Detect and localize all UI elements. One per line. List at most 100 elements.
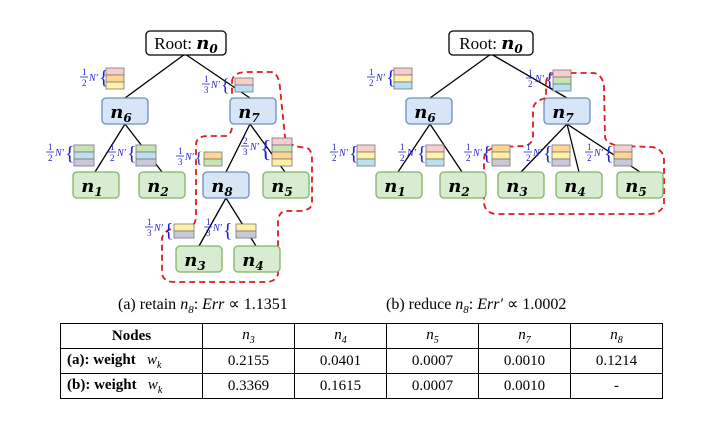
table-header-row: Nodes n3 n4 n5 n7 n8 <box>60 323 663 349</box>
tree-a-blocks-n4 <box>235 223 257 239</box>
tree-a-blocks-n7 <box>234 77 254 93</box>
caption-a: (a) retain n8: Err ∝ 1.1351 <box>118 294 288 316</box>
tree-b-node-n4-label: n4 <box>564 176 585 199</box>
tree-a-node-n6 <box>101 97 149 125</box>
svg-text:1: 1 <box>82 67 87 77</box>
tree-a-blocks-n1 <box>73 144 95 167</box>
tree-a: Root: n0 n6 n7 n1 n2 n8 n5 n3 n4 1 2 N′ <box>46 30 313 283</box>
svg-text:2: 2 <box>587 153 592 163</box>
caption-a-err: Err <box>202 296 225 313</box>
tree-b-node-n7 <box>543 97 591 125</box>
table-row: (b): weight wk 0.3369 0.1615 0.0007 0.00… <box>60 373 663 399</box>
tree-a-node-n4-label: n4 <box>242 250 263 273</box>
table-cell: 0.1615 <box>294 373 387 399</box>
tree-b-fraction-n3: 1 2 N′ { <box>464 142 492 165</box>
table-cell: 0.0007 <box>386 373 479 399</box>
svg-text:{: { <box>99 67 109 89</box>
tree-b-node-n2 <box>439 171 487 199</box>
svg-text:3: 3 <box>178 157 183 167</box>
caption-a-node: n <box>180 296 189 313</box>
caption-a-value: ∝ 1.1351 <box>224 296 288 313</box>
tree-a-node-n8 <box>202 171 250 199</box>
tree-a-blocks-n5 <box>271 137 293 167</box>
tree-b-blocks-n2 <box>425 144 445 167</box>
weights-table: Nodes n3 n4 n5 n7 n8 (a): weight wk 0.21… <box>60 323 663 399</box>
svg-text:N′: N′ <box>472 148 483 159</box>
tree-a-fraction-n3: 1 3 N′ { <box>145 217 174 242</box>
tree-b-blocks-n5 <box>613 144 633 167</box>
caption-b-node: n <box>455 296 464 313</box>
svg-text:1: 1 <box>147 217 152 227</box>
svg-text:3: 3 <box>147 228 152 238</box>
table-cell: 0.2155 <box>202 348 295 374</box>
svg-text:3: 3 <box>204 85 209 95</box>
svg-text:N′: N′ <box>249 142 260 153</box>
tree-a-node-n8-label: n8 <box>211 176 233 199</box>
tree-b-root-label: Root: n0 <box>459 33 523 56</box>
tree-a-blocks-n8 <box>203 151 223 167</box>
svg-text:N′: N′ <box>534 74 545 85</box>
svg-text:1: 1 <box>466 142 471 152</box>
svg-text:1: 1 <box>204 74 209 84</box>
svg-text:N′: N′ <box>88 73 99 84</box>
tree-a-fraction-n7: 1 3 N′ { <box>202 74 230 95</box>
svg-text:{: { <box>127 143 137 165</box>
svg-text:2: 2 <box>82 78 87 88</box>
table-header-nodes: Nodes <box>60 323 203 349</box>
svg-text:2: 2 <box>528 79 533 89</box>
caption-b-err: Err′ <box>477 296 503 313</box>
svg-text:1: 1 <box>369 67 374 77</box>
svg-text:1: 1 <box>332 142 337 152</box>
tree-a-blocks-n3 <box>173 223 195 239</box>
tree-b-fraction-n5: 1 2 N′ { <box>585 142 614 165</box>
tree-b-node-n4 <box>555 171 603 199</box>
caption-b-value: ∝ 1.0002 <box>502 296 567 313</box>
svg-text:1: 1 <box>110 142 115 152</box>
caption-a-colon: : <box>193 296 199 313</box>
tree-b-blocks-n4 <box>551 144 571 167</box>
caption-b-sub: 8 <box>463 304 469 317</box>
svg-text:1: 1 <box>206 217 211 227</box>
tree-b-blocks-n3 <box>491 144 511 167</box>
tree-b: Root: n0 n6 n7 n1 n2 n3 n4 n5 1 2 N′ { <box>330 30 665 215</box>
tree-a-node-n3 <box>175 245 223 273</box>
tree-b-blocks-n1 <box>356 144 376 167</box>
tree-a-edges <box>94 53 286 247</box>
tree-b-node-n6-label: n6 <box>414 102 436 125</box>
tree-b-fraction-n1: 1 2 N′ { <box>330 142 359 165</box>
svg-text:{: { <box>260 137 272 163</box>
tree-a-fraction-n4: 1 3 N′ { <box>204 217 233 242</box>
tree-b-fraction-n4: 1 2 N′ { <box>524 142 553 165</box>
caption-b-prefix: (b) reduce <box>386 296 456 313</box>
table-cell: 0.0401 <box>294 348 387 374</box>
svg-text:1: 1 <box>48 142 53 152</box>
tree-b-node-n5-label: n5 <box>625 176 646 199</box>
tree-b-fraction-n2: 1 2 N′ { <box>398 142 427 165</box>
tree-b-node-n2-label: n2 <box>448 176 469 199</box>
tree-b-reduce-region <box>483 72 665 215</box>
svg-text:1: 1 <box>400 142 405 152</box>
tree-diagrams: Root: n0 n6 n7 n1 n2 n8 n5 n3 n4 1 2 N′ <box>46 30 665 283</box>
table-header-n7: n7 <box>478 323 571 349</box>
tree-a-fraction-n8: 1 3 N′ { <box>176 146 203 167</box>
table-row: (a): weight wk 0.2155 0.0401 0.0007 0.00… <box>60 348 663 374</box>
tree-a-node-n7 <box>229 97 277 125</box>
svg-text:2: 2 <box>110 153 115 163</box>
tree-b-fraction-n7: 1 2 N′ { <box>526 68 555 91</box>
tree-b-node-n1-label: n1 <box>384 176 405 199</box>
svg-text:{: { <box>482 143 492 165</box>
svg-text:N′: N′ <box>184 152 195 163</box>
tree-a-node-n7-label: n7 <box>238 102 260 125</box>
tree-b-node-n6 <box>405 97 453 125</box>
svg-text:N′: N′ <box>338 148 349 159</box>
tree-a-node-n2-label: n2 <box>147 176 168 199</box>
svg-text:3: 3 <box>206 228 211 238</box>
tree-a-fraction-n5: 2 3 N′ { <box>241 136 272 163</box>
svg-text:2: 2 <box>369 78 374 88</box>
tree-b-node-n5 <box>616 171 664 199</box>
svg-text:2: 2 <box>332 153 337 163</box>
tree-a-fraction-n1: 1 2 N′ { <box>46 142 75 165</box>
tree-b-fraction-n6: 1 2 N′ { <box>367 67 396 89</box>
svg-text:2: 2 <box>526 153 531 163</box>
tree-a-fraction-n2: 1 2 N′ { <box>108 142 137 165</box>
